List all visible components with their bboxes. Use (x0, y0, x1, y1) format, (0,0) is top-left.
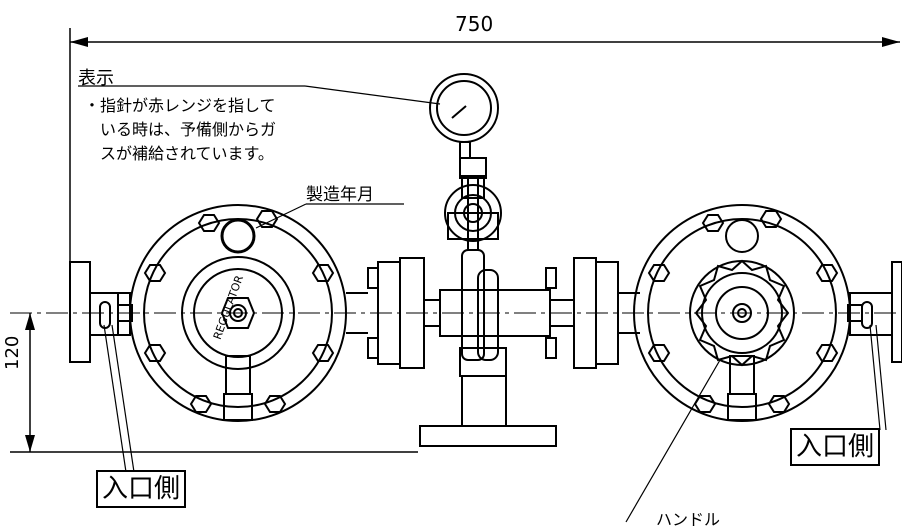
overall-width-label: 750 (455, 12, 494, 36)
gauge-valve (444, 157, 502, 242)
display-note-line3: スが補給されています。 (100, 144, 274, 163)
center-height-label: 120 (2, 335, 23, 370)
right-inlet-flange (847, 261, 902, 363)
height-dimension (10, 313, 418, 453)
display-note: ・指針が赤レンジを指して いる時は、予備側からガ スが補給されています。 (84, 94, 354, 166)
left-inlet-flange (69, 261, 133, 363)
center-tee (419, 176, 557, 447)
inlet-right-label: 入口側 (790, 428, 881, 466)
overall-width-dimension (69, 28, 900, 262)
display-note-line1: ・指針が赤レンジを指して (84, 96, 276, 115)
handle-label: ハンドル (656, 510, 721, 529)
right-pipe-connection (545, 257, 640, 369)
regulator-text: REGULATOR (211, 273, 246, 341)
inlet-left-label: 入口側 (96, 470, 187, 508)
display-note-line2: いる時は、予備側からガ (100, 120, 277, 139)
left-pipe-connection (346, 257, 440, 369)
manufacture-date-label: 製造年月 (306, 185, 374, 205)
display-title: 表示 (78, 68, 114, 89)
pressure-gauge (429, 73, 499, 159)
leader-lines (78, 85, 887, 523)
